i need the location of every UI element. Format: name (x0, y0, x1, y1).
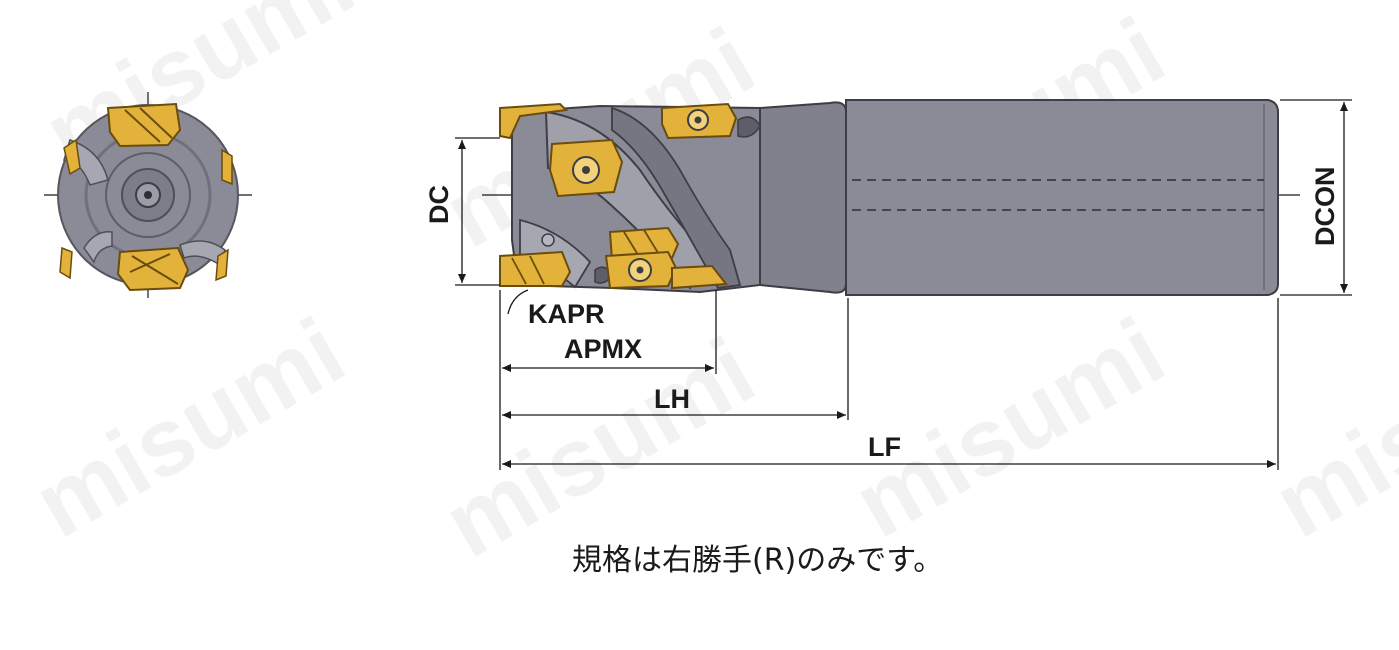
watermark-4: misumi (17, 297, 362, 558)
insert-group (499, 102, 738, 290)
shank (845, 99, 1279, 296)
handedness-note: 規格は右勝手(R)のみです。 (572, 543, 943, 578)
end-view (44, 92, 252, 298)
dcon-label: DCON (1310, 167, 1340, 247)
kapr-label: KAPR (528, 299, 605, 329)
apmx-label: APMX (564, 334, 642, 364)
lf-label: LF (868, 432, 901, 462)
side-view (482, 99, 1300, 296)
watermark-6: misumi (837, 297, 1182, 558)
lh-label: LH (654, 384, 690, 414)
dc-label: DC (424, 185, 454, 224)
dimension-lines (455, 99, 1352, 470)
